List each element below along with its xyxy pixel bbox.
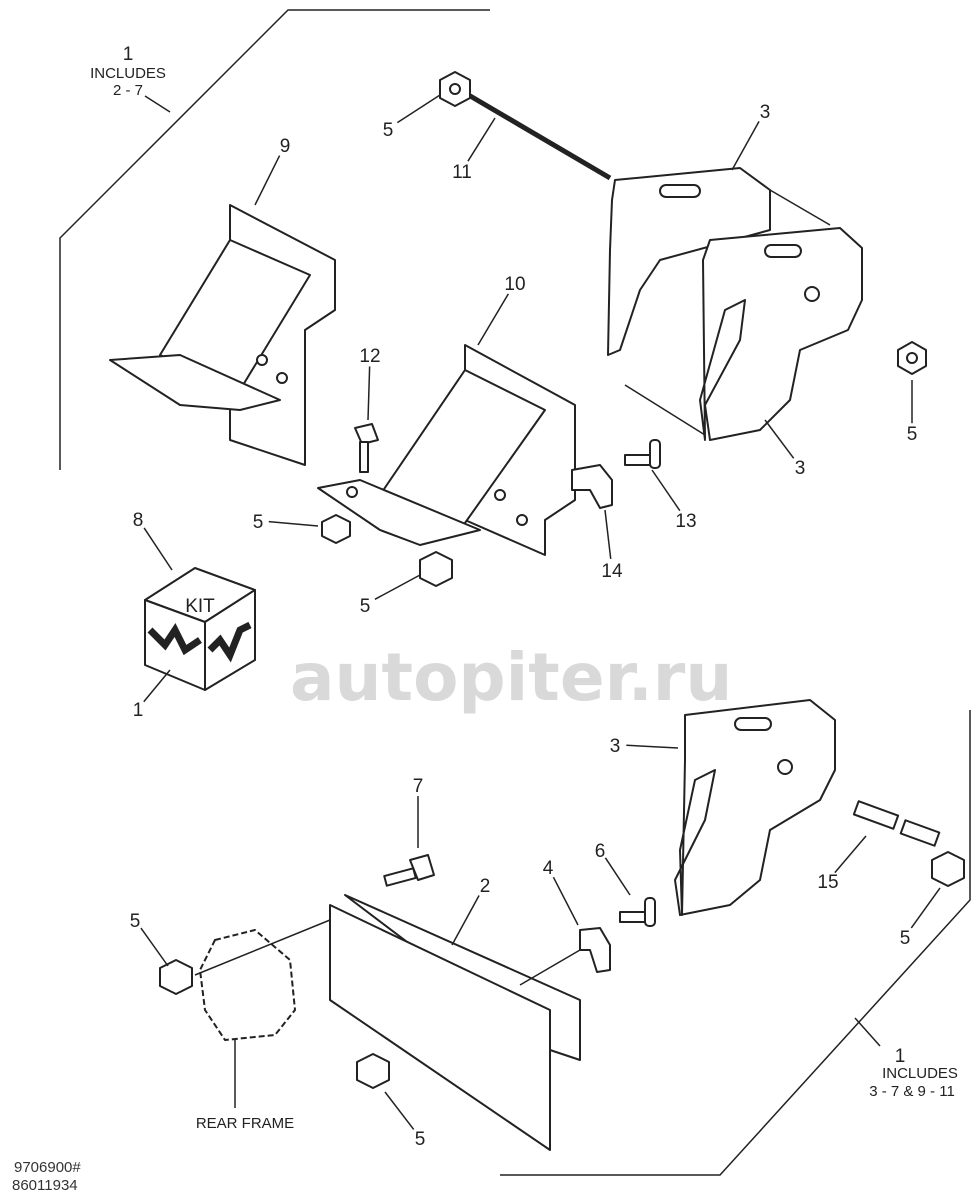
callout-5: 5 [900,928,911,949]
group-boundary-bottom [500,710,971,1176]
callout-4: 4 [543,858,554,879]
nut-part-5-bottom [356,1053,390,1089]
rear-frame-label: REAR FRAME [196,1115,294,1132]
leader-arrow [384,1091,415,1130]
weight-part-3-lower [674,699,836,916]
leader-arrow [626,744,679,749]
leader-arrow [254,155,281,206]
leader-arrow [651,469,681,512]
drawing-code-1: 9706900# [14,1159,81,1176]
bolt-part-13 [624,439,661,469]
callout-11: 11 [452,162,472,183]
nut-part-5-right [897,341,927,375]
callout-5: 5 [130,911,141,932]
callout-5: 5 [415,1129,426,1150]
group-bottom-number: 1 [895,1046,906,1067]
assembly-line [519,949,581,986]
weight-part-3-upper [607,167,863,441]
leader-arrow [451,895,480,946]
clip-part-14 [571,464,613,509]
leader-arrow [367,366,371,421]
group-bottom-leader [854,1017,881,1047]
drawing-code-2: 86011934 [12,1177,78,1194]
leader-arrow [910,887,941,929]
callout-5: 5 [360,596,371,617]
group-top-leader [144,95,171,113]
callout-10: 10 [504,274,525,295]
leader-arrow [143,669,171,703]
assembly-line [194,919,331,976]
bracket-part-10 [317,344,576,556]
nut-part-5-center [321,514,351,544]
callout-5: 5 [253,512,264,533]
pin-part-15 [852,800,941,847]
callout-1: 1 [133,700,144,721]
bolt-part-7 [383,854,435,887]
group-top-number: 1 [123,44,134,65]
nut-part-5-bottom-right [931,851,965,887]
leader-arrow [552,876,579,926]
plate-part-2 [329,894,581,1151]
leader-arrow [143,527,173,571]
bolt-part-12 [354,423,379,473]
leader-arrow [477,293,509,346]
rear-frame [199,929,296,1041]
watermark: autopiter.ru [290,639,732,716]
leader-lines [140,94,941,1130]
callout-3: 3 [795,458,806,479]
group-top-range: 2 - 7 [113,82,143,99]
leader-arrow [467,117,496,162]
callout-14: 14 [601,561,623,582]
leader-arrow [604,857,631,896]
group-bottom-range: 3 - 7 & 9 - 11 [869,1083,955,1100]
bracket-part-9 [109,204,336,466]
callout-3: 3 [610,736,621,757]
callout-5: 5 [907,424,918,445]
callout-12: 12 [359,346,380,367]
leader-arrow [268,520,319,527]
callout-13: 13 [675,511,696,532]
leader-arrow [604,509,612,560]
callout-5: 5 [383,120,394,141]
leader-arrow [731,120,760,171]
group-bottom-includes: INCLUDES [882,1065,958,1082]
leader-arrow [764,419,795,459]
nut-part-5-lower [419,551,453,587]
callout-15: 15 [817,872,838,893]
kit-label: KIT [185,596,215,617]
callout-9: 9 [280,136,291,157]
bolt-part-6 [619,897,656,927]
callout-6: 6 [595,841,606,862]
callout-3: 3 [760,102,771,123]
leader-arrow [834,835,867,874]
callout-8: 8 [133,510,144,531]
callout-2: 2 [480,876,491,897]
kit-cube-part-8: KIT [144,567,256,691]
leader-arrow [374,574,421,601]
group-top-includes: INCLUDES [90,65,166,82]
leader-arrow [140,927,169,967]
leader-arrow [396,94,441,124]
callout-7: 7 [413,776,424,797]
long-bolt-part-11 [439,71,612,181]
nut-part-5-left [159,959,193,995]
clip-part-4 [579,927,611,973]
group-boundary-top [59,9,490,470]
